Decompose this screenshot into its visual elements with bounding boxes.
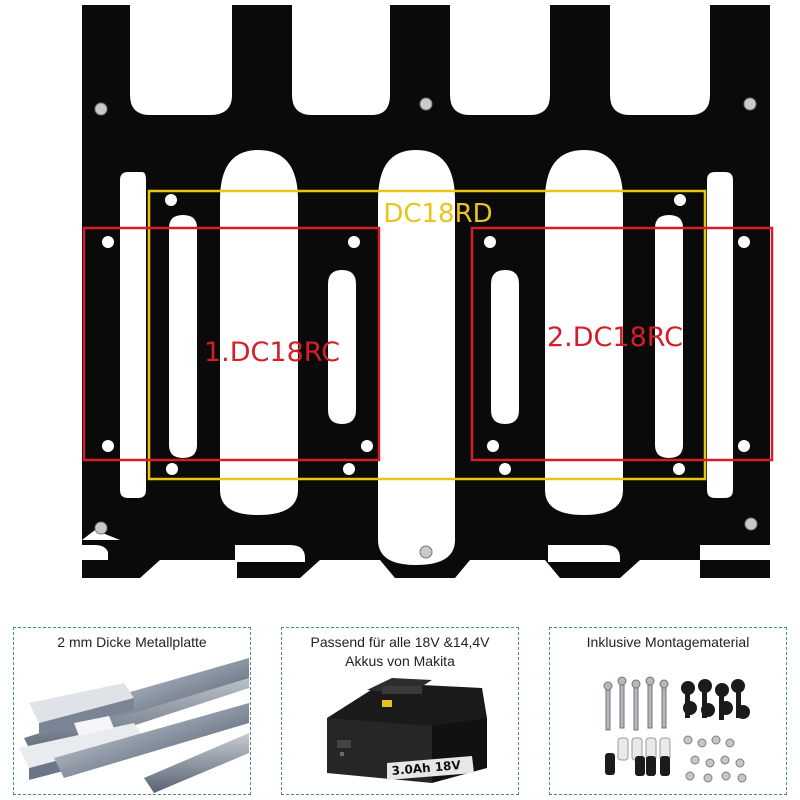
feature-title: 2 mm Dicke Metallplatte: [57, 634, 207, 650]
feature-title-line2: Akkus von Makita: [345, 653, 455, 669]
wall-mount-plate-image: DC18RD 1.DC18RC 2.DC18RC: [82, 5, 774, 578]
feature-title: Passend für alle 18V &14,4V Akkus von Ma…: [282, 633, 518, 671]
feature-card-mounting: Inklusive Montagematerial: [549, 627, 787, 795]
feature-title-line1: Passend für alle 18V &14,4V: [310, 634, 490, 650]
dc18rc-left-label: 1.DC18RC: [204, 337, 340, 368]
feature-title: Inklusive Montagematerial: [586, 634, 750, 650]
dc18rd-label: DC18RD: [383, 199, 492, 229]
mounting-plate: [82, 5, 770, 578]
metal-bars-image: [19, 658, 249, 793]
dc18rc-right-outline: [470, 226, 774, 462]
dc18rc-left-outline: [82, 226, 381, 462]
mounting-hardware-image: [603, 676, 750, 783]
hook-notches: [82, 545, 770, 562]
feature-card-battery: Passend für alle 18V &14,4V Akkus von Ma…: [281, 627, 519, 795]
feature-card-metal-plate: 2 mm Dicke Metallplatte: [13, 627, 251, 795]
battery-image: 3.0Ah 18V: [327, 678, 487, 783]
dc18rd-outline: [147, 189, 707, 481]
dc18rc-right-label: 2.DC18RC: [547, 322, 683, 353]
battery-label: 3.0Ah 18V: [391, 758, 462, 778]
screw-icons: [94, 97, 758, 559]
mounting-holes: [102, 194, 750, 475]
